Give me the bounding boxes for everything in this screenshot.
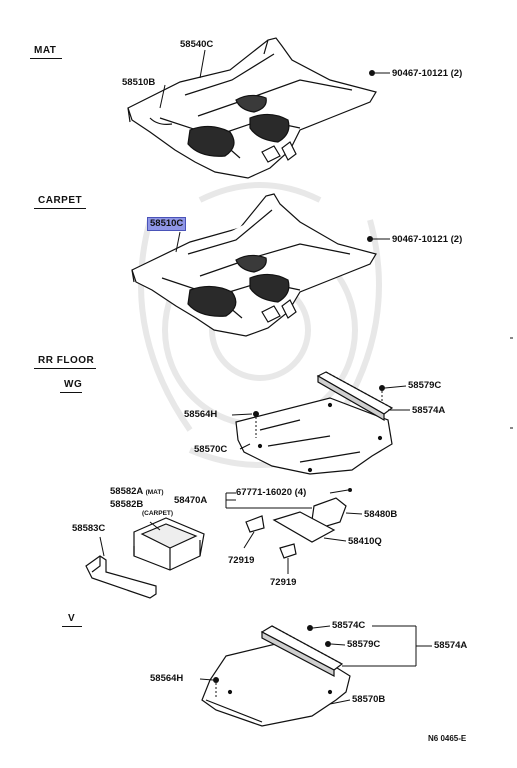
part-label-58582a[interactable]: 58582A (MAT) xyxy=(110,486,164,497)
screw-icon-58564h-v xyxy=(213,677,219,683)
part-label-58579c-v[interactable]: 58579C xyxy=(347,639,381,650)
clip-icon-mat xyxy=(369,70,375,76)
part-label-58540c[interactable]: 58540C xyxy=(180,39,214,50)
clip-icon-carpet xyxy=(367,236,373,242)
part-label-90467-mat[interactable]: 90467-10121 (2) xyxy=(392,68,463,79)
section-title-rr-floor: RR FLOOR xyxy=(38,355,95,366)
pad-72919-b-icon xyxy=(279,543,297,559)
part-label-58582b[interactable]: 58582B xyxy=(110,499,144,510)
section-underline-v xyxy=(62,626,82,627)
part-label-58574a-v[interactable]: 58574A xyxy=(434,640,468,651)
bracket-drawing xyxy=(85,555,157,599)
part-label-58510b[interactable]: 58510B xyxy=(122,77,156,88)
part-label-90467-carpet[interactable]: 90467-10121 (2) xyxy=(392,234,463,245)
part-label-72919-a[interactable]: 72919 xyxy=(228,555,255,566)
diagram-code: N6 0465-E xyxy=(428,734,467,743)
part-label-58570c[interactable]: 58570C xyxy=(194,444,228,455)
section-underline-carpet xyxy=(34,208,86,209)
section-title-wg: WG xyxy=(64,379,83,390)
part-label-58574c-v[interactable]: 58574C xyxy=(332,620,366,631)
part-label-58470a[interactable]: 58470A xyxy=(174,495,208,506)
section-title-v: V xyxy=(68,613,76,624)
section-title-mat: MAT xyxy=(34,45,57,56)
section-underline-wg xyxy=(60,392,82,393)
section-underline-mat xyxy=(30,58,62,59)
part-label-58570b[interactable]: 58570B xyxy=(352,694,386,705)
mat-floor-drawing xyxy=(127,37,377,179)
screw-icon-58564h-wg xyxy=(253,411,259,417)
part-label-58410q[interactable]: 58410Q xyxy=(348,536,382,547)
part-label-58579c-wg[interactable]: 58579C xyxy=(408,380,442,391)
wg-rail-drawing xyxy=(316,371,394,422)
screw-icon-58574c-v xyxy=(307,625,313,631)
tray-drawing xyxy=(133,517,205,571)
screw-icon-58579c-v xyxy=(325,641,331,647)
v-floor-mat-drawing xyxy=(201,639,351,727)
note-carpet: (CARPET) xyxy=(142,510,174,517)
part-label-58510c-highlighted[interactable]: 58510C xyxy=(146,217,187,231)
part-label-58564h-v[interactable]: 58564H xyxy=(150,673,184,684)
screw-icon-58579c-wg xyxy=(379,385,385,391)
part-label-58564h-wg[interactable]: 58564H xyxy=(184,409,218,420)
v-rail-drawing xyxy=(260,625,344,677)
carpet-floor-drawing xyxy=(131,193,377,337)
part-label-72919-b[interactable]: 72919 xyxy=(270,577,297,588)
section-underline-rr-floor xyxy=(34,368,96,369)
note-mat: (MAT) xyxy=(145,489,164,496)
part-label-58574a-wg[interactable]: 58574A xyxy=(412,405,446,416)
part-label-67771[interactable]: 67771-16020 (4) xyxy=(236,487,307,498)
pad-72919-a-icon xyxy=(245,515,265,533)
part-label-58480b[interactable]: 58480B xyxy=(364,509,398,520)
section-title-carpet: CARPET xyxy=(38,195,83,206)
cover-58410q-drawing xyxy=(272,511,336,543)
part-label-58583c[interactable]: 58583C xyxy=(72,523,106,534)
